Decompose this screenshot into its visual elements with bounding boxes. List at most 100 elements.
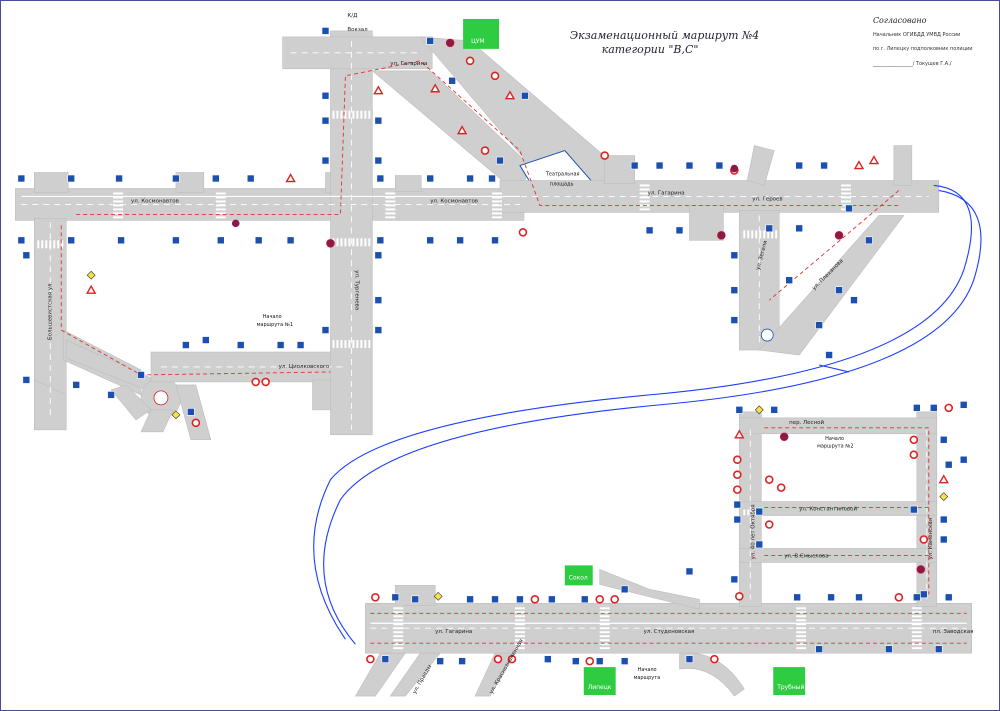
info-sign-icon bbox=[488, 174, 496, 183]
info-sign-icon bbox=[944, 593, 953, 602]
prohibitory-sign-icon bbox=[191, 418, 201, 428]
info-sign-icon bbox=[939, 535, 948, 544]
street-kamenskaya: ул. Каменская bbox=[928, 518, 934, 559]
warning-sign-icon bbox=[938, 474, 949, 484]
traffic-light-icon bbox=[446, 39, 454, 47]
info-sign-icon bbox=[939, 515, 948, 524]
info-sign-icon bbox=[571, 657, 580, 665]
priority-road-sign-icon bbox=[939, 492, 949, 502]
transfer-route-curves bbox=[313, 184, 982, 645]
info-sign-icon bbox=[67, 174, 75, 183]
start1-line1: Начало bbox=[263, 314, 282, 320]
info-sign-icon bbox=[548, 595, 556, 604]
green-box-bottom1 bbox=[583, 667, 616, 696]
start2-line1: Начало bbox=[825, 436, 844, 442]
info-sign-icon bbox=[785, 276, 793, 285]
info-sign-icon bbox=[795, 161, 803, 170]
info-sign-icon bbox=[374, 251, 383, 260]
info-sign-icon bbox=[491, 236, 499, 245]
info-sign-icon bbox=[765, 224, 774, 233]
warning-sign-icon bbox=[734, 429, 745, 439]
info-sign-icon bbox=[466, 174, 474, 183]
info-sign-icon bbox=[374, 156, 383, 165]
info-sign-icon bbox=[458, 657, 466, 665]
info-sign-icon bbox=[544, 655, 552, 663]
priority-road-sign-icon bbox=[433, 591, 443, 601]
prohibitory-sign-icon bbox=[490, 71, 500, 81]
info-sign-icon bbox=[246, 174, 255, 183]
prohibitory-sign-icon bbox=[944, 403, 954, 413]
green-box-bottom1-label: Липецк bbox=[588, 684, 612, 691]
info-sign-icon bbox=[825, 351, 833, 359]
info-sign-icon bbox=[456, 236, 464, 245]
info-sign-icon bbox=[685, 567, 694, 576]
info-sign-icon bbox=[426, 236, 434, 245]
info-sign-icon bbox=[944, 460, 953, 469]
info-sign-icon bbox=[521, 91, 529, 100]
traffic-light-icon bbox=[231, 219, 240, 228]
info-sign-icon bbox=[685, 655, 694, 663]
info-sign-icon bbox=[910, 505, 918, 514]
info-sign-icon bbox=[793, 593, 801, 602]
info-sign-icon bbox=[685, 161, 694, 170]
info-sign-icon bbox=[920, 590, 928, 599]
prohibitory-sign-icon bbox=[894, 593, 904, 602]
prohibitory-sign-icon bbox=[518, 228, 528, 237]
traffic-light-icon bbox=[326, 239, 335, 248]
info-sign-icon bbox=[202, 336, 210, 344]
info-sign-icon bbox=[595, 657, 604, 665]
approval-line1: Начальник ОГИБДД УМВД России bbox=[873, 32, 960, 38]
info-sign-icon bbox=[491, 595, 499, 604]
info-sign-icon bbox=[755, 540, 764, 549]
info-sign-icon bbox=[172, 236, 180, 245]
info-sign-icon bbox=[835, 286, 843, 294]
lower-lane-markings bbox=[370, 429, 967, 629]
lower-crosswalks bbox=[393, 509, 922, 652]
info-sign-icon bbox=[391, 593, 400, 602]
street-oktyabrya: ул. 40 лет Октября bbox=[750, 505, 756, 560]
info-sign-icon bbox=[448, 76, 456, 85]
prohibitory-sign-icon bbox=[710, 654, 719, 664]
street-tsiolkovskogo: ул. Циолковского bbox=[279, 364, 330, 370]
info-sign-icon bbox=[426, 174, 434, 183]
info-sign-icon bbox=[496, 156, 504, 165]
street-zavodskaya: пл. Заводская bbox=[933, 629, 974, 635]
info-sign-icon bbox=[845, 204, 853, 213]
info-sign-icon bbox=[715, 161, 724, 170]
prohibitory-sign-icon bbox=[764, 475, 774, 484]
info-sign-icon bbox=[321, 91, 330, 100]
label-kd: К/Д bbox=[347, 13, 357, 19]
label-ploshchad: площадь bbox=[550, 181, 574, 187]
prohibitory-sign-icon bbox=[595, 595, 605, 604]
info-sign-icon bbox=[733, 515, 742, 524]
prohibitory-sign-icon bbox=[465, 56, 475, 66]
info-sign-icon bbox=[733, 500, 742, 509]
start1-line2: маршрута №1 bbox=[257, 322, 293, 328]
info-sign-icon bbox=[187, 408, 195, 416]
info-sign-icon bbox=[212, 174, 220, 183]
priority-road-sign-icon bbox=[171, 410, 181, 420]
info-sign-icon bbox=[730, 316, 739, 324]
prohibitory-sign-icon bbox=[776, 483, 786, 492]
prohibitory-sign-icon bbox=[735, 592, 744, 601]
green-box-mid-label: Сокол bbox=[569, 574, 588, 581]
green-box-bottom2 bbox=[773, 667, 806, 696]
prohibitory-sign-icon bbox=[909, 435, 919, 445]
priority-road-sign-icon bbox=[86, 270, 96, 280]
info-sign-icon bbox=[675, 226, 684, 235]
prohibitory-sign-icon bbox=[919, 535, 929, 544]
traffic-light-icon bbox=[717, 231, 726, 240]
info-sign-icon bbox=[321, 27, 330, 35]
upper-road-network bbox=[15, 30, 940, 441]
traffic-light-icon bbox=[917, 565, 925, 574]
traffic-signs bbox=[17, 27, 968, 666]
info-sign-icon bbox=[620, 657, 629, 665]
green-box-mid bbox=[564, 565, 593, 586]
info-sign-icon bbox=[17, 174, 26, 183]
info-sign-icon bbox=[865, 236, 873, 245]
info-sign-icon bbox=[959, 401, 968, 409]
info-sign-icon bbox=[286, 236, 295, 245]
info-sign-icon bbox=[939, 435, 948, 444]
info-sign-icon bbox=[885, 645, 893, 653]
